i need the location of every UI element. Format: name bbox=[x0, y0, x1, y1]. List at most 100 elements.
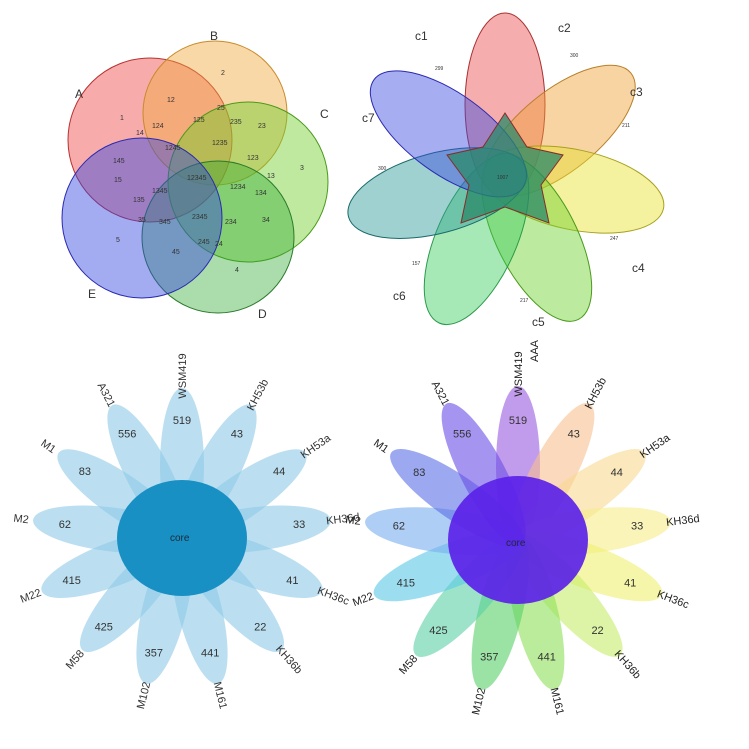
strain-label: KH53a bbox=[638, 432, 673, 461]
strain-label: M22 bbox=[351, 590, 375, 609]
venn5-region: 345 bbox=[159, 219, 171, 226]
strain-label: M2 bbox=[13, 513, 30, 527]
strain-label: M58 bbox=[64, 648, 87, 672]
venn5-region: 3 bbox=[300, 165, 304, 172]
blue-flower-core bbox=[117, 480, 247, 596]
venn5-label-A: A bbox=[75, 87, 83, 101]
petal-count: 62 bbox=[393, 521, 405, 533]
venn5-region: 145 bbox=[113, 158, 125, 165]
venn7-unique-c7: 300 bbox=[378, 166, 387, 172]
venn7-label-c4: c4 bbox=[632, 261, 645, 275]
petal-count: 357 bbox=[145, 648, 163, 660]
venn5-region: 24 bbox=[215, 241, 223, 248]
strain-label: M2 bbox=[345, 514, 362, 528]
strain-label: KH36c bbox=[316, 585, 352, 608]
seven-set-venn-panel: 1007 c1 c2 c3 c4 c5 c6 c7 299 300 211 24… bbox=[347, 12, 665, 329]
venn5-label-B: B bbox=[210, 29, 218, 43]
venn5-region: 1245 bbox=[165, 145, 181, 152]
strain-label: KH36b bbox=[612, 648, 643, 681]
petal-count: 415 bbox=[397, 578, 415, 590]
strain-label: WSM419 bbox=[177, 353, 189, 398]
petal-count: 44 bbox=[611, 467, 623, 479]
strain-label: KH36b bbox=[273, 643, 304, 676]
petal-count: 41 bbox=[624, 578, 636, 590]
petal-count: 425 bbox=[95, 621, 113, 633]
venn5-region-labels: 1 2 3 4 5 12 23 34 45 15 13 24 35 14 25 … bbox=[113, 70, 304, 274]
strain-label: KH36c bbox=[655, 588, 691, 611]
strain-label: M22 bbox=[19, 587, 43, 606]
strain-label: KH36d bbox=[665, 513, 700, 529]
five-set-venn-panel: A B C D E 1 2 3 4 5 12 23 34 45 15 13 24… bbox=[61, 29, 329, 321]
color-flower-core bbox=[448, 476, 588, 604]
petal-count: 556 bbox=[118, 429, 136, 441]
venn7-unique-c2: 300 bbox=[570, 53, 579, 59]
venn7-unique-c3: 211 bbox=[622, 123, 630, 129]
venn5-label-D: D bbox=[258, 307, 267, 321]
venn7-label-c2: c2 bbox=[558, 21, 571, 35]
venn5-region: 34 bbox=[262, 217, 270, 224]
venn5-region: 1 bbox=[120, 115, 124, 122]
petal-count: 33 bbox=[631, 521, 643, 533]
petal-count: 43 bbox=[231, 429, 243, 441]
petal-count: 43 bbox=[568, 429, 580, 441]
strain-label: M102 bbox=[135, 681, 153, 711]
venn7-core-region bbox=[446, 112, 564, 224]
venn7-core-count: 1007 bbox=[497, 175, 508, 181]
venn7-label-c5: c5 bbox=[532, 315, 545, 329]
blue-flower-core-label: core bbox=[170, 533, 190, 544]
venn5-region: 45 bbox=[172, 249, 180, 256]
color-flower-top-extra-label: AAA bbox=[529, 339, 541, 362]
venn7-label-c7: c7 bbox=[362, 111, 375, 125]
petal-count: 415 bbox=[62, 575, 80, 587]
petal-count: 519 bbox=[509, 415, 527, 427]
strain-label: M161 bbox=[548, 687, 566, 717]
strain-label: M1 bbox=[371, 437, 390, 456]
strain-label: M58 bbox=[397, 653, 420, 677]
strain-label: M161 bbox=[211, 681, 229, 711]
venn7-unique-c6: 157 bbox=[412, 261, 421, 267]
strain-label: KH53b bbox=[245, 377, 271, 412]
venn5-region: 4 bbox=[235, 267, 239, 274]
venn5-set-C bbox=[167, 101, 329, 263]
venn5-region: 12345 bbox=[187, 175, 207, 182]
venn5-region: 35 bbox=[138, 217, 146, 224]
petal-count: 41 bbox=[286, 575, 298, 587]
petal-count: 441 bbox=[538, 652, 556, 664]
venn7-unique-c5: 217 bbox=[520, 298, 529, 304]
venn5-region: 15 bbox=[114, 177, 122, 184]
venn5-region: 1234 bbox=[230, 184, 246, 191]
venn5-region: 2345 bbox=[192, 214, 208, 221]
strain-label: A321 bbox=[429, 379, 452, 407]
venn5-region: 12 bbox=[167, 97, 175, 104]
venn5-region: 5 bbox=[116, 237, 120, 244]
venn5-region: 125 bbox=[193, 117, 205, 124]
venn5-region: 123 bbox=[247, 155, 259, 162]
petal-count: 425 bbox=[429, 625, 447, 637]
strain-label: M1 bbox=[38, 438, 57, 457]
venn7-label-c3: c3 bbox=[630, 85, 643, 99]
venn5-label-C: C bbox=[320, 107, 329, 121]
petal-count: 44 bbox=[273, 466, 285, 478]
petal-count: 33 bbox=[293, 519, 305, 531]
petal-count: 83 bbox=[413, 467, 425, 479]
venn5-region: 124 bbox=[152, 123, 164, 130]
strain-label: A321 bbox=[95, 381, 118, 409]
venn7-unique-c1: 299 bbox=[435, 66, 444, 72]
petal-count: 22 bbox=[591, 625, 603, 637]
venn7-unique-c4: 247 bbox=[610, 236, 619, 242]
strain-label: KH36d bbox=[326, 511, 361, 527]
venn5-region: 235 bbox=[230, 119, 242, 126]
venn7-label-c6: c6 bbox=[393, 289, 406, 303]
venn5-region: 25 bbox=[217, 105, 225, 112]
venn5-region: 134 bbox=[255, 190, 267, 197]
venn5-region: 2 bbox=[221, 70, 225, 77]
venn5-label-E: E bbox=[88, 287, 96, 301]
venn5-region: 14 bbox=[136, 130, 144, 137]
venn5-region: 1345 bbox=[152, 188, 168, 195]
venn5-region: 13 bbox=[267, 173, 275, 180]
